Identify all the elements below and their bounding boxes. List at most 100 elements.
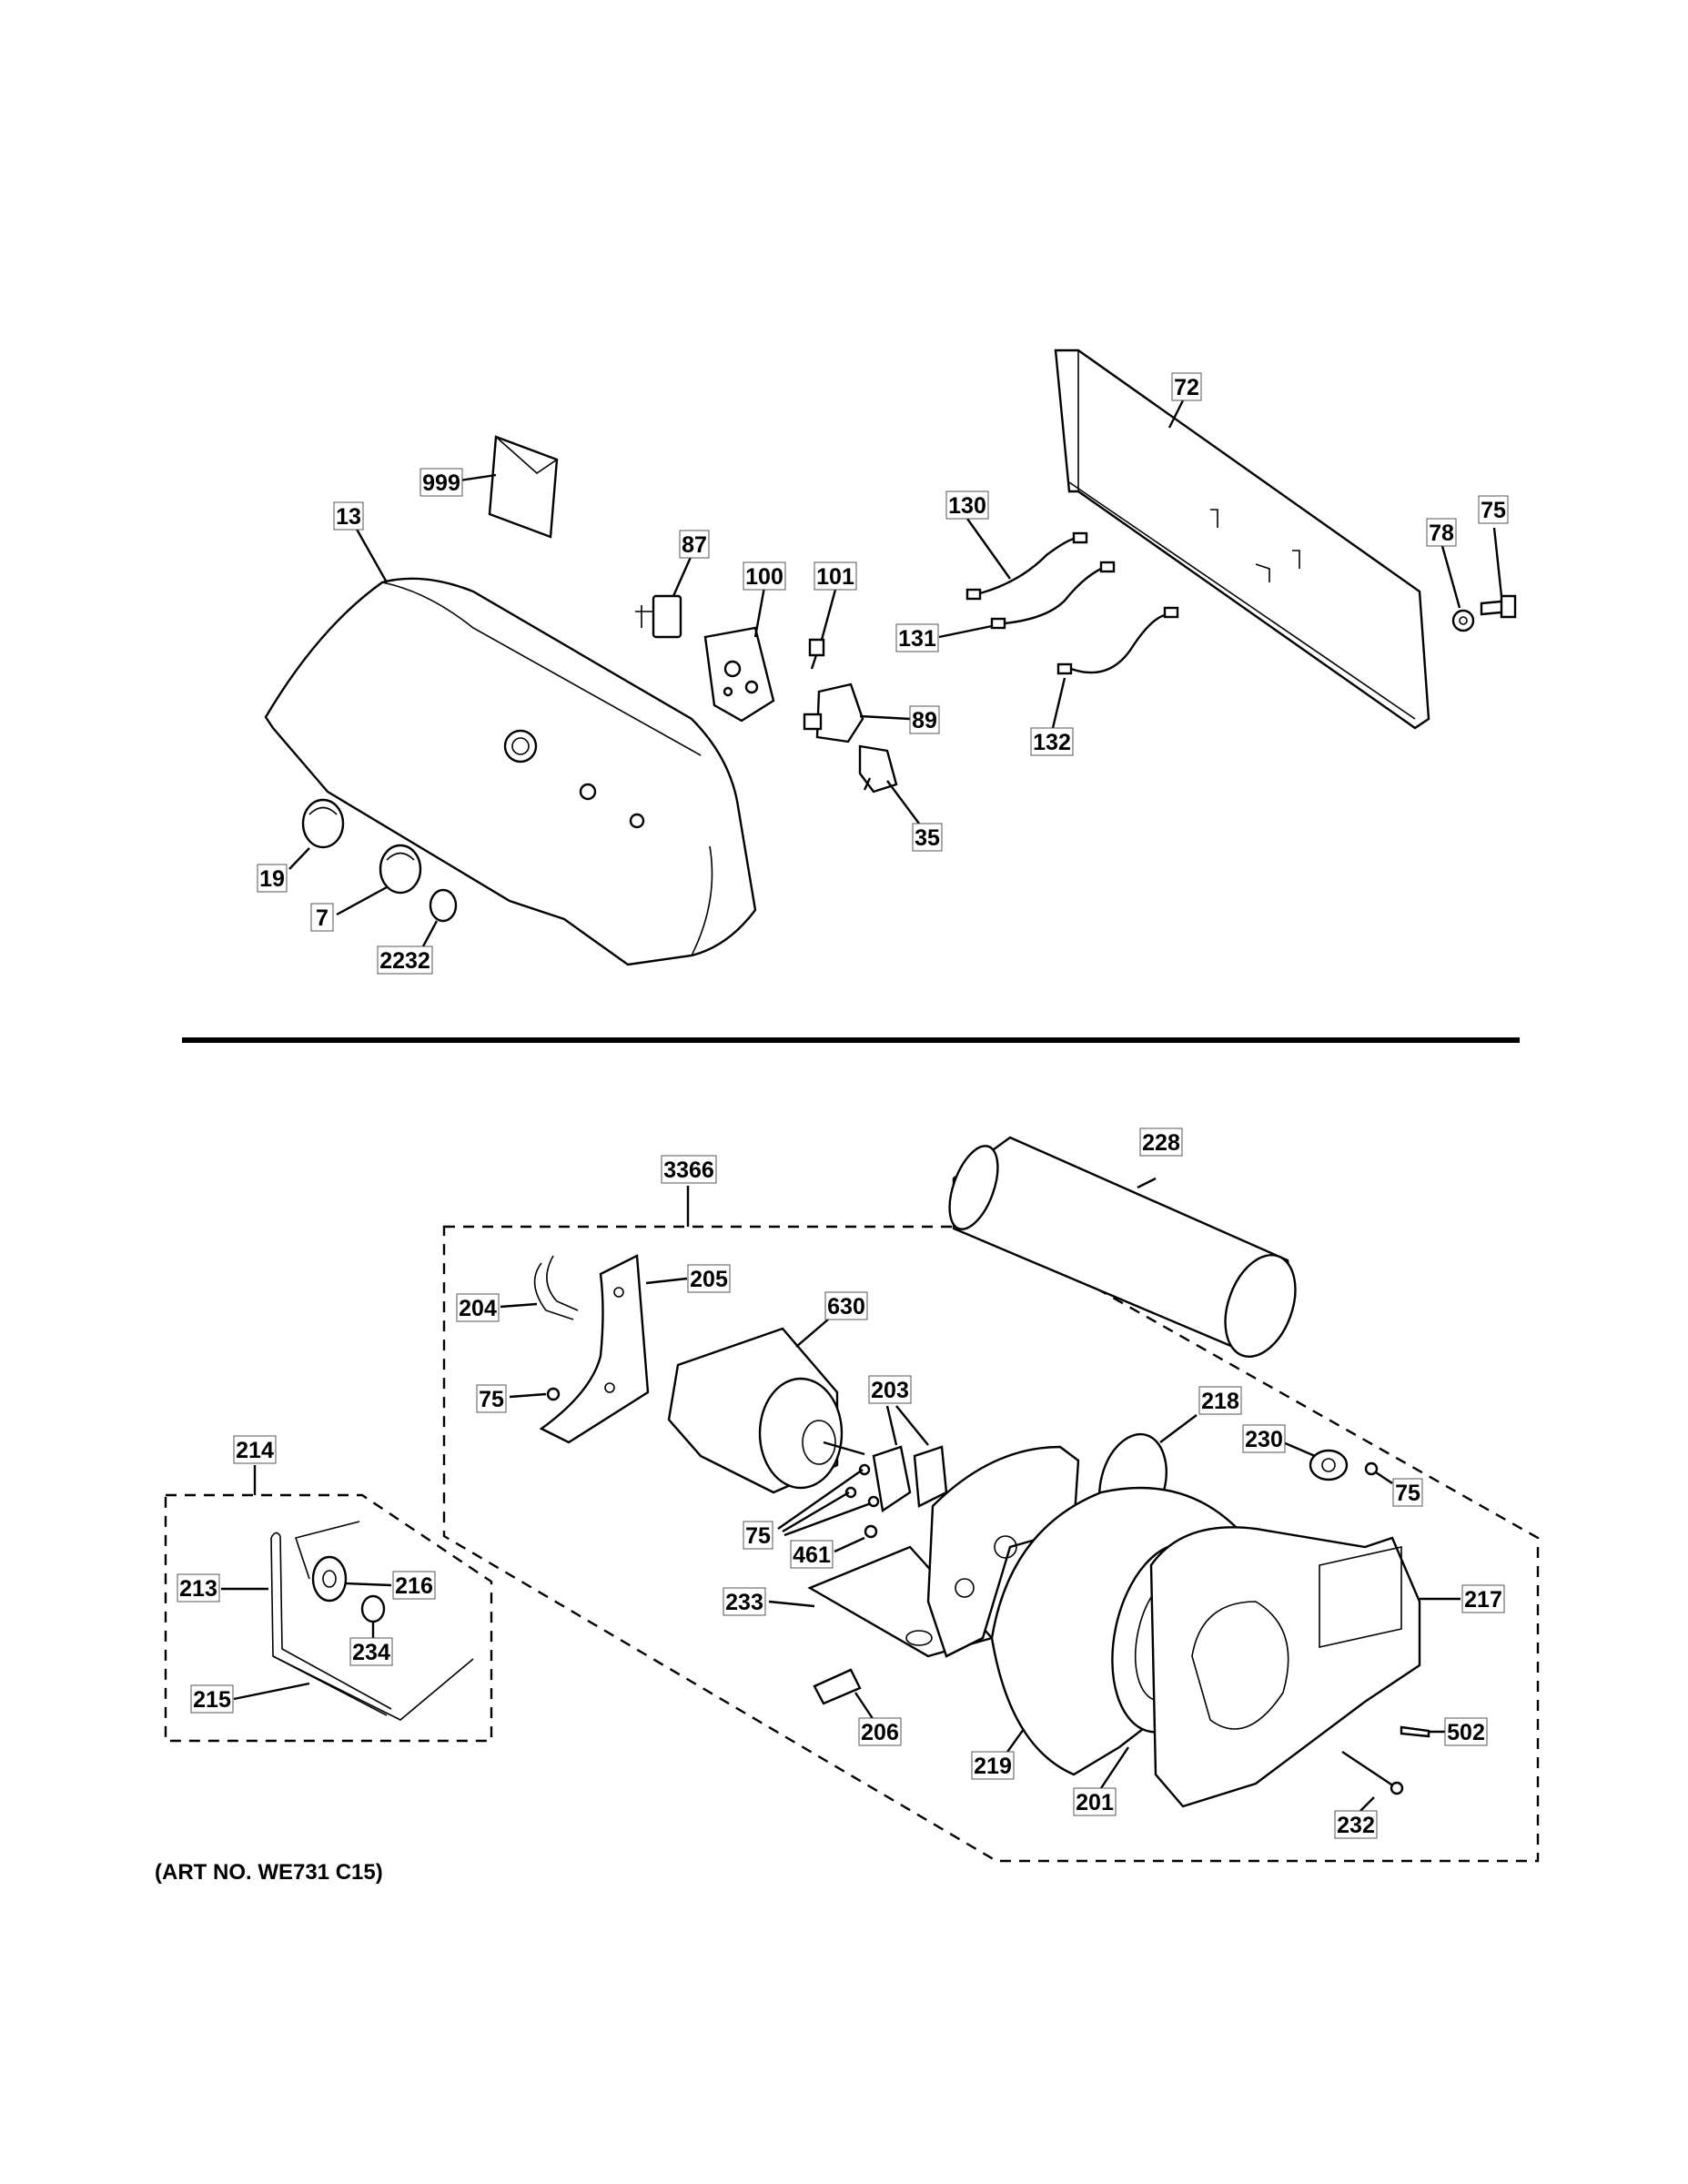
part-461-screw [864,1524,878,1539]
callout-502: 502 [1444,1717,1488,1746]
callout-203: 203 [868,1375,912,1404]
svg-text:230: 230 [1245,1427,1283,1452]
part-205-bracket [539,1254,650,1444]
callout-216: 216 [392,1571,436,1600]
callout-999: 999 [419,468,463,497]
svg-text:130: 130 [948,493,986,519]
svg-text:206: 206 [861,1720,899,1745]
svg-text:7: 7 [316,905,329,931]
svg-text:228: 228 [1142,1130,1180,1156]
part-502-screw [1400,1725,1430,1738]
part-131-wire-harness [990,561,1116,630]
svg-text:75: 75 [479,1387,504,1412]
svg-text:217: 217 [1464,1587,1502,1613]
part-130-wire-harness [965,531,1088,601]
callout-75-bracket: 75 [476,1384,507,1413]
callout-100: 100 [743,561,786,591]
callout-19: 19 [257,864,288,893]
part-217-front-housing [1149,1526,1421,1808]
part-75-screw-right [1364,1461,1379,1476]
svg-text:72: 72 [1174,375,1199,400]
callout-89: 89 [909,705,940,734]
svg-text:35: 35 [915,825,940,851]
callout-217: 217 [1461,1584,1505,1613]
svg-text:131: 131 [898,626,936,652]
svg-text:203: 203 [871,1378,909,1403]
part-234-idler-wheel [360,1594,386,1623]
callout-87: 87 [679,530,710,559]
svg-text:132: 132 [1033,730,1071,755]
callout-131: 131 [895,623,939,652]
callout-101: 101 [814,561,857,591]
callout-228: 228 [1139,1127,1183,1157]
svg-text:78: 78 [1429,521,1454,546]
part-101-screw [808,638,825,670]
svg-text:219: 219 [974,1754,1012,1779]
part-78-washer [1451,609,1475,632]
part-bulkhead [926,1445,1080,1658]
callout-130: 130 [945,490,989,520]
callout-214: 214 [233,1435,277,1464]
callout-2232: 2232 [377,945,433,975]
callout-206: 206 [858,1717,902,1746]
part-206-lint-part [813,1668,862,1705]
part-999-envelope [488,435,559,539]
svg-text:100: 100 [745,564,783,590]
callout-35: 35 [912,823,943,852]
assembly-214-outline [164,1493,493,1743]
part-204-clip [533,1255,579,1320]
part-100-timer [703,626,775,723]
svg-text:215: 215 [193,1687,231,1713]
callout-204: 204 [456,1293,500,1322]
svg-text:75: 75 [1395,1481,1420,1506]
svg-text:218: 218 [1201,1389,1239,1414]
svg-text:204: 204 [459,1296,497,1321]
part-232-bolt [1341,1751,1404,1795]
svg-text:75: 75 [745,1523,771,1549]
svg-text:3366: 3366 [663,1158,714,1183]
callout-234: 234 [349,1637,393,1666]
part-75-screw-top [1480,594,1517,619]
svg-text:214: 214 [236,1438,274,1463]
part-2232-button [429,888,458,923]
callout-75-mid: 75 [743,1521,773,1550]
svg-text:13: 13 [336,504,361,530]
callout-201: 201 [1073,1787,1117,1816]
svg-text:216: 216 [395,1573,433,1599]
callout-461: 461 [790,1540,834,1569]
part-203-strap [872,1445,948,1513]
svg-text:461: 461 [793,1542,831,1568]
part-215-spring [272,1655,474,1721]
callout-78: 78 [1426,518,1457,547]
part-87-switch [635,594,682,639]
part-75-screws-mid [844,1463,880,1508]
svg-text:999: 999 [422,470,460,496]
svg-text:502: 502 [1447,1720,1485,1745]
svg-text:233: 233 [725,1590,763,1615]
svg-text:205: 205 [690,1267,728,1292]
svg-text:213: 213 [179,1576,217,1602]
part-7-knob [379,844,422,895]
callout-232: 232 [1334,1810,1378,1839]
part-19-knob [301,798,345,849]
callout-132: 132 [1030,727,1074,756]
callout-630: 630 [824,1291,868,1320]
callout-72: 72 [1171,372,1202,401]
callout-205: 205 [687,1264,731,1293]
callout-13: 13 [333,501,364,531]
callout-75-right: 75 [1392,1478,1423,1507]
callout-3366: 3366 [661,1155,717,1184]
svg-text:75: 75 [1481,498,1506,523]
callout-213: 213 [177,1573,220,1603]
svg-text:201: 201 [1076,1790,1114,1815]
callout-218: 218 [1198,1386,1242,1415]
part-132-wire-harness [1056,606,1179,675]
callout-230: 230 [1242,1424,1286,1453]
callout-75-top: 75 [1478,495,1509,524]
part-216-idler-pulley [294,1521,360,1603]
callout-233: 233 [723,1587,766,1616]
part-230-thermostat [1309,1449,1349,1481]
art-number: (ART NO. WE731 C15) [155,1860,383,1885]
callout-219: 219 [971,1751,1015,1780]
